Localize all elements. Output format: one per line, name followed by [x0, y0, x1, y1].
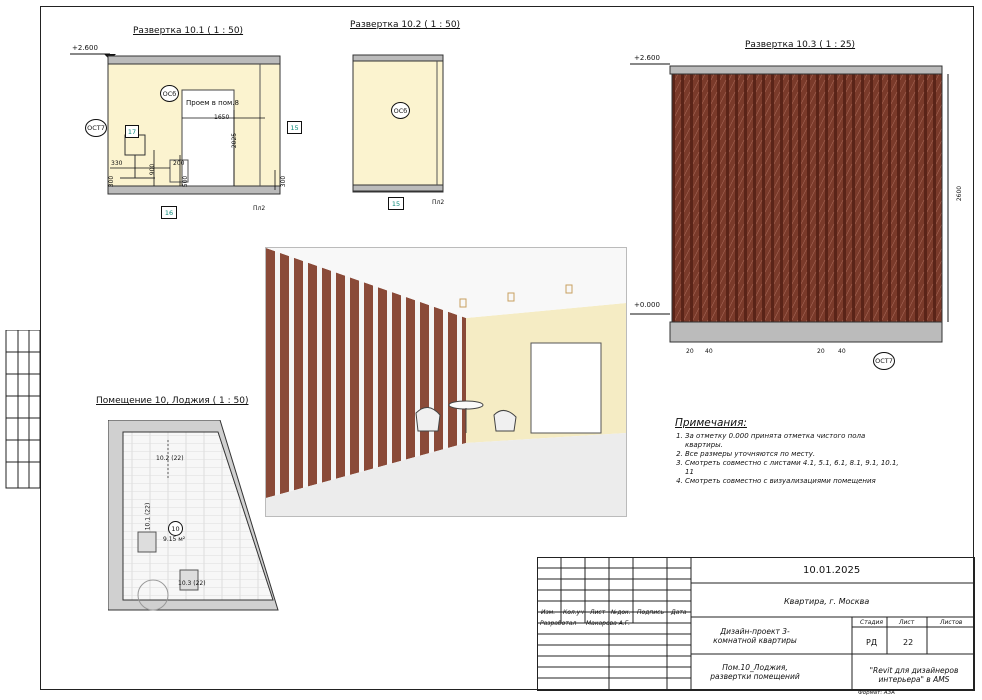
elevation-10-3-slat-wall: [630, 63, 949, 343]
oct-callout-10-3: ОСТ7: [873, 352, 895, 370]
dim-300-right: 300: [280, 175, 288, 188]
plan-mark-10-3: 10.3 (22): [178, 580, 206, 587]
tb-sheets-label: Листов: [940, 619, 963, 626]
oct-callout: ОСТ7: [85, 119, 107, 137]
dim-40-left: 40: [705, 348, 713, 355]
floor-mark-10-2: Пл2: [432, 199, 445, 206]
opening-note: Проем в пом.8: [186, 99, 239, 107]
tag-17: 17: [125, 125, 139, 138]
room-area: 9.15 м²: [163, 536, 186, 543]
tag-15-10-2: 15: [388, 197, 404, 210]
tag-16: 16: [161, 206, 177, 219]
view-10-3-title: Развертка 10.3 ( 1 : 25): [745, 40, 856, 50]
tb-address: Квартира, г. Москва: [784, 597, 870, 606]
dim-500: 500: [182, 175, 190, 188]
tb-project: Дизайн-проект 3-комнатной квартиры: [713, 627, 797, 645]
height-dim-2600: 2600: [956, 185, 964, 202]
plan-drawing: [108, 420, 279, 611]
oc-callout: ОСб: [160, 85, 179, 102]
tb-company: "Revit для дизайнеров интерьера" в AMS: [869, 666, 959, 684]
tb-header-kol: Кол.уч: [563, 609, 584, 616]
tb-header-doc: №док.: [611, 609, 631, 616]
dim-900: 900: [149, 163, 157, 176]
level-bottom-10-3: +0.000: [634, 301, 660, 309]
tb-role: Разработал: [540, 620, 577, 627]
elevation-10-1-drawing: [70, 53, 281, 195]
tb-stage-label: Стадия: [860, 619, 884, 626]
notes-title: Примечания:: [675, 417, 747, 429]
tb-header-date: Дата: [671, 609, 687, 616]
floor-mark: Пл2: [253, 205, 266, 212]
note-item: Смотреть совместно с листами 4.1, 5.1, 6…: [685, 459, 905, 477]
dim-300-left: 300: [108, 175, 116, 188]
notes-list: За отметку 0.000 принята отметка чистого…: [663, 432, 905, 486]
dim-2025: 2025: [231, 132, 239, 149]
dim-20-left: 20: [686, 348, 694, 355]
titleblock-grid: [537, 557, 975, 691]
tb-header-sign: Подпись: [637, 609, 664, 616]
level-mark-top: +2.600: [72, 44, 98, 52]
tb-sheet-label: Лист: [899, 619, 915, 626]
tb-sheet-name: Пом.10_Лоджия, развертки помещений: [710, 663, 800, 681]
plan-mark-10-2: 10.2 (22): [156, 455, 184, 462]
tb-sheet: 22: [903, 638, 914, 647]
oc-callout-10-2: ОСб: [391, 102, 410, 119]
room-3d-visualization: [265, 247, 627, 517]
level-top-10-3: +2.600: [634, 54, 660, 62]
tb-header-list: Лист: [590, 609, 606, 616]
tb-header-izm: Изм.: [541, 609, 556, 616]
tb-format: Формат: А3А: [858, 690, 895, 696]
note-item: Смотреть совместно с визуализациями поме…: [685, 477, 905, 486]
dim-330: 330: [111, 160, 123, 167]
dim-20-right: 20: [817, 348, 825, 355]
dim-40-right: 40: [838, 348, 846, 355]
tb-stage: РД: [866, 638, 878, 647]
plan-mark-10-1: 10.1 (22): [144, 502, 152, 531]
tb-date: 10.01.2025: [803, 565, 861, 576]
dim-200: 200: [173, 160, 185, 167]
view-10-2-title: Развертка 10.2 ( 1 : 50): [350, 20, 461, 30]
side-stamp-grid: [5, 330, 41, 489]
note-item: За отметку 0.000 принята отметка чистого…: [685, 432, 905, 450]
room-number: 10: [168, 521, 183, 536]
plan-title: Помещение 10, Лоджия ( 1 : 50): [96, 396, 249, 406]
elevation-10-2-drawing: [352, 54, 444, 193]
tb-author: Макарова А.Г.: [586, 620, 631, 627]
dim-1650: 1650: [214, 114, 230, 121]
view-10-1-title: Развертка 10.1 ( 1 : 50): [133, 26, 244, 36]
note-item: Все размеры уточняются по месту.: [685, 450, 905, 459]
tag-15: 15: [287, 121, 302, 134]
